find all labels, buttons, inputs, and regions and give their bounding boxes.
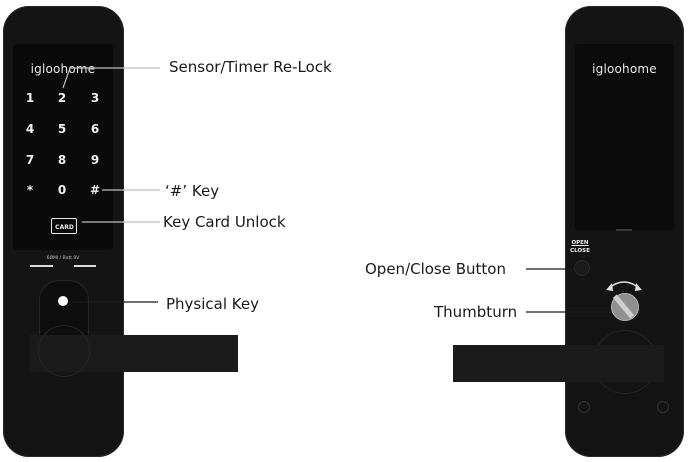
battery-contact-right — [74, 265, 96, 267]
open-close-label-bottom: CLOSE — [570, 248, 590, 254]
key-9[interactable]: 9 — [90, 153, 100, 167]
key-0[interactable]: 0 — [57, 183, 67, 197]
key-4[interactable]: 4 — [25, 122, 35, 136]
battery-contact-left — [30, 265, 53, 267]
callout-key-card: Key Card Unlock — [163, 213, 286, 231]
open-close-button[interactable] — [574, 260, 590, 276]
key-8[interactable]: 8 — [57, 153, 67, 167]
callout-sensor-relock: Sensor/Timer Re-Lock — [169, 58, 332, 76]
screw-left — [578, 401, 590, 413]
back-handle-lever — [453, 345, 664, 382]
front-rosette — [38, 325, 90, 377]
callout-physical-key: Physical Key — [166, 295, 259, 313]
battery-label: 6ØMI / Batt.9V — [46, 256, 80, 261]
callout-open-close: Open/Close Button — [365, 260, 506, 278]
open-close-label-top: OPEN — [571, 240, 589, 246]
card-icon — [51, 218, 77, 234]
front-brand-logo: igloohome — [30, 62, 96, 76]
callout-hash-key: ‘#’ Key — [165, 182, 220, 200]
back-battery-cover — [575, 44, 674, 230]
card-label: CARD — [55, 224, 74, 231]
key-5[interactable]: 5 — [57, 122, 67, 136]
key-7[interactable]: 7 — [25, 153, 35, 167]
physical-key-cylinder[interactable] — [58, 296, 68, 306]
rotation-arrow-icon — [608, 281, 640, 289]
key-1[interactable]: 1 — [25, 91, 35, 105]
key-star[interactable]: * — [26, 183, 34, 197]
key-hash[interactable]: # — [89, 183, 101, 197]
key-2[interactable]: 2 — [57, 91, 67, 105]
cover-notch — [616, 229, 632, 231]
key-6[interactable]: 6 — [90, 122, 100, 136]
callout-thumbturn: Thumbturn — [434, 303, 518, 321]
back-brand-logo: igloohome — [592, 62, 657, 76]
front-keypad-panel — [13, 44, 113, 250]
screw-right — [657, 401, 669, 413]
sensor-leader — [62, 67, 160, 89]
key-3[interactable]: 3 — [90, 91, 100, 105]
